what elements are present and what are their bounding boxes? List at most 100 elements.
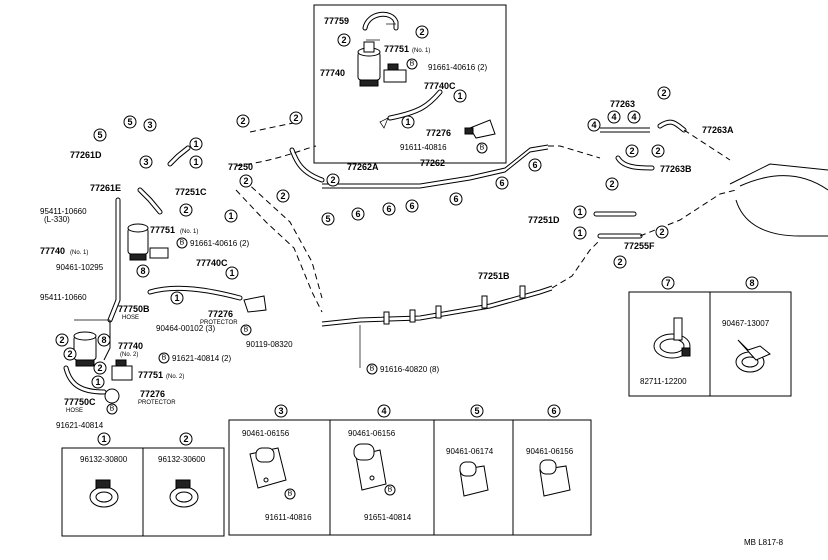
svg-text:5: 5 [474,406,479,416]
svg-text:2: 2 [293,113,298,123]
svg-text:1: 1 [457,91,462,101]
label-77250: 77250 [228,162,253,172]
legend-82711: 82711-12200 [640,377,687,386]
callout-6: 6 [382,202,396,216]
callout-markers: 2 2 B 1 1 B 5 5 3 3 1 2 2 1 2 2 2 1 2 5 … [55,25,671,415]
callout-2: 2 [605,177,619,191]
canister-77740-no2 [73,331,97,367]
svg-text:1: 1 [228,211,233,221]
label-77251C: 77251C [175,187,207,197]
hose-77262A [289,147,325,183]
label-95411-10660-b: 95411-10660 [40,293,87,302]
canister-detail-frame [313,4,507,164]
callout-b: B [240,324,252,336]
callout-1: 1 [224,209,238,223]
svg-text:6: 6 [551,406,556,416]
callout-1: 1 [573,205,587,219]
label-no2: (No. 2) [120,352,138,358]
label-77263B: 77263B [660,164,692,174]
label-l330: (L-330) [44,215,70,224]
svg-text:1: 1 [577,207,582,217]
svg-text:6: 6 [532,160,537,170]
svg-text:1: 1 [229,268,234,278]
label-91611-top: 91611-40816 [400,143,447,152]
callout-1: 1 [189,155,203,169]
label-77261D: 77261D [70,150,102,160]
label-77255F: 77255F [624,241,655,251]
legend-callout-6: 6 [547,404,561,418]
callout-1: 1 [189,137,203,151]
label-77750C: 77750C [64,397,96,407]
label-77751-mid: 77751 [150,225,175,235]
legend-callout-8: 8 [745,276,759,290]
svg-text:B: B [288,491,293,498]
legend-96132-30800: 96132-30800 [80,455,128,464]
label-90119: 90119-08320 [246,340,293,349]
label-77262: 77262 [420,158,445,168]
clamp-90467-drawing [735,339,771,373]
svg-text:1: 1 [193,157,198,167]
label-77276-mid: 77276 [208,309,233,319]
clamp-90461-06174-drawing [459,461,489,497]
svg-text:2: 2 [419,27,424,37]
svg-text:2: 2 [655,146,660,156]
svg-text:2: 2 [183,205,188,215]
callout-4: 4 [607,110,621,124]
label-77751-no2: 77751 [138,370,163,380]
label-protector-2: PROTECTOR [138,400,176,406]
svg-text:2: 2 [661,88,666,98]
legend-callout-5: 5 [470,404,484,418]
clamp-90461-06156-b-drawing [353,443,387,491]
svg-text:5: 5 [127,117,132,127]
canister-77740-top [357,41,381,87]
callout-8: 8 [97,333,111,347]
svg-text:B: B [180,240,185,247]
callout-2: 2 [239,174,253,188]
callout-2: 2 [415,25,429,39]
svg-text:B: B [388,487,393,494]
protector-77276-mid [243,295,267,313]
legend-90461-06156-b: 90461-06156 [348,429,396,438]
svg-text:4: 4 [611,112,616,122]
svg-text:2: 2 [59,335,64,345]
callout-6: 6 [528,158,542,172]
svg-text:1: 1 [95,377,100,387]
callout-2: 2 [613,255,627,269]
svg-text:1: 1 [193,139,198,149]
callout-5: 5 [123,115,137,129]
legend-clips-7-8: 7 8 82711-12200 90467-13007 [628,276,792,397]
svg-text:5: 5 [325,214,330,224]
legend-clamps-1-2: 1 2 96132-30800 96132-30600 [61,432,225,537]
label-77750B: 77750B [118,304,150,314]
label-95411-10660-a: 95411-10660 [40,207,87,216]
label-77251D: 77251D [528,215,560,225]
callout-4: 4 [587,118,601,132]
svg-text:2: 2 [243,176,248,186]
svg-text:B: B [480,145,485,152]
callout-6: 6 [449,192,463,206]
svg-text:2: 2 [629,146,634,156]
svg-text:2: 2 [659,227,664,237]
callout-2: 2 [179,203,193,217]
callout-1: 1 [91,375,105,389]
callout-1: 1 [573,226,587,240]
callout-2: 2 [289,111,303,125]
callout-6: 6 [405,199,419,213]
svg-text:1: 1 [174,293,179,303]
callout-2: 2 [63,347,77,361]
callout-b: B [384,484,396,496]
svg-text:6: 6 [409,201,414,211]
label-91621-a: 91621-40814 (2) [172,354,231,363]
label-91661-mid: 91661-40616 (2) [190,239,249,248]
callout-2: 2 [625,144,639,158]
callout-3: 3 [139,155,153,169]
clamp-96132-30800-drawing [89,479,119,508]
legend-callout-3: 3 [274,404,288,418]
label-77740-no1: 77740 [40,246,65,256]
label-91616: 91616-40820 (8) [380,365,439,374]
svg-text:6: 6 [453,194,458,204]
callout-b: B [176,237,188,249]
svg-text:2: 2 [341,35,346,45]
